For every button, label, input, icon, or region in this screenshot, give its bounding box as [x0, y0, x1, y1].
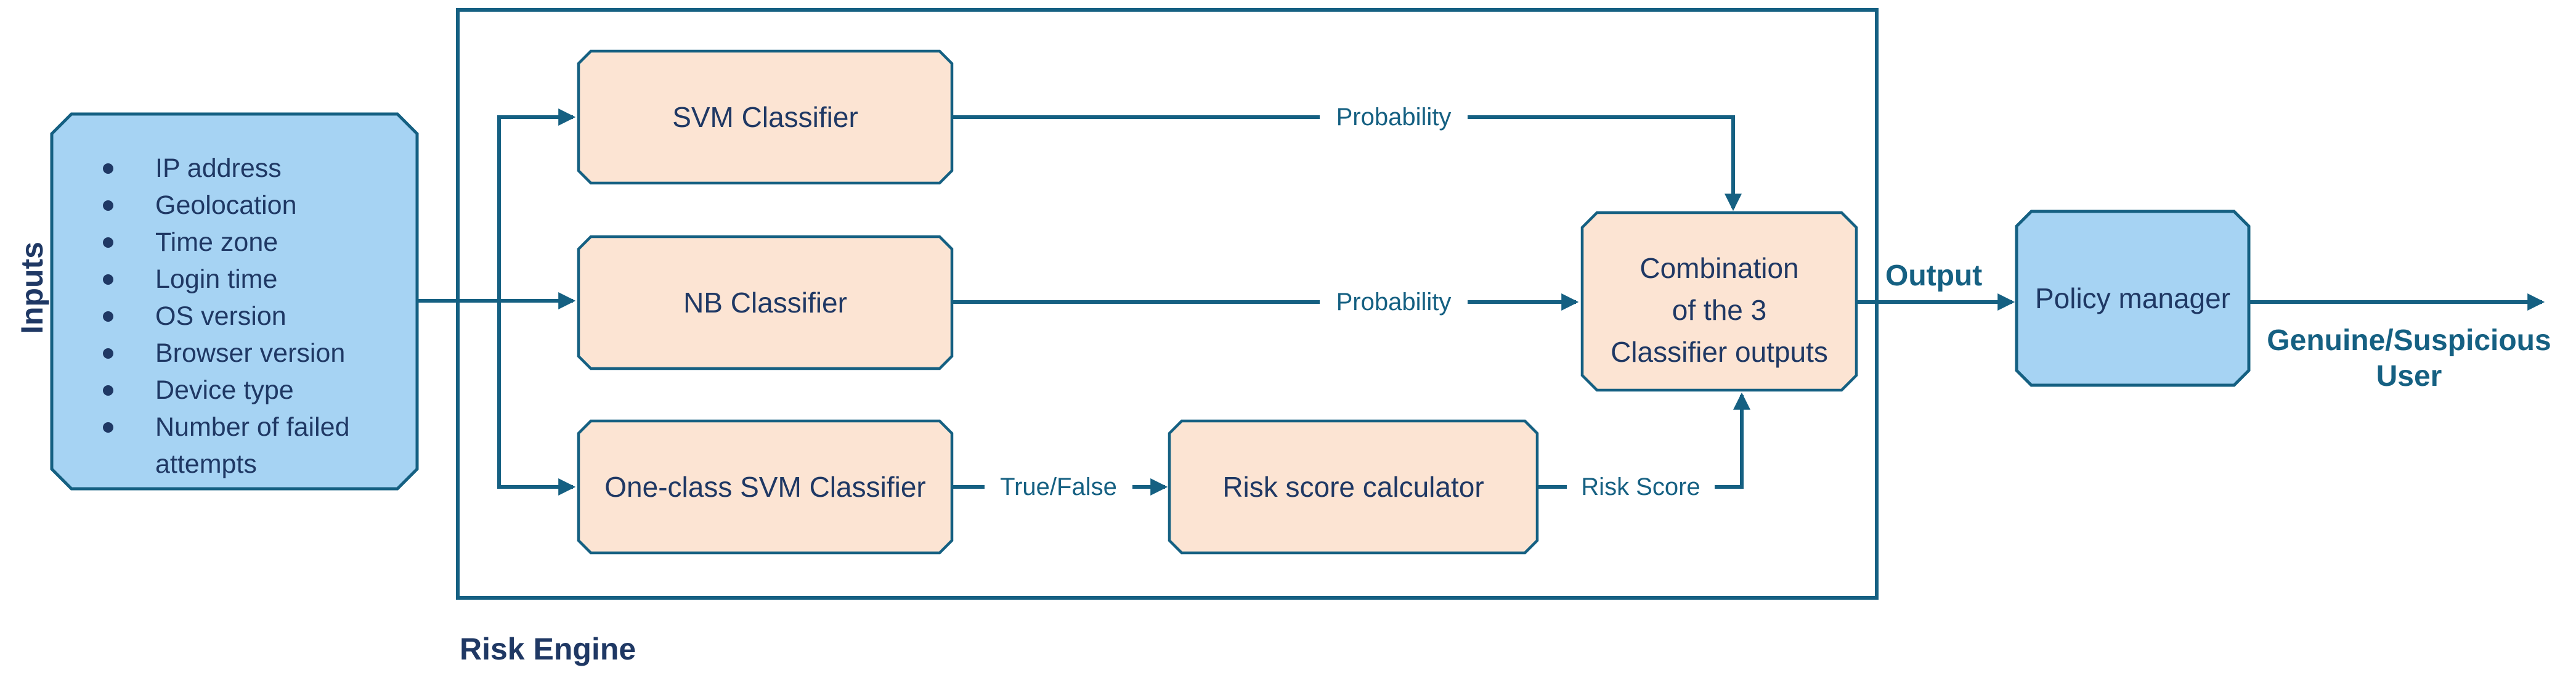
list-item: Device type — [100, 372, 359, 409]
result-label-line: User — [2376, 360, 2442, 393]
risk-score-calculator-node — [1168, 419, 1539, 555]
inputs-list: IP address Geolocation Time zone Login t… — [100, 150, 359, 483]
list-item: Login time — [100, 261, 359, 298]
probability-nb-label: Probability — [1320, 284, 1468, 321]
risk-score-calculator-label: Risk score calculator — [1222, 471, 1484, 503]
combination-label: Combination of the 3 Classifier outputs — [1582, 213, 1856, 399]
probability-svm-label: Probability — [1320, 99, 1468, 136]
edge-inputs-to-one-class — [497, 301, 576, 496]
edge-inputs-to-svm — [497, 108, 576, 301]
one-class-svm-node — [577, 419, 954, 555]
inputs-side-label: Inputs — [15, 242, 49, 334]
list-item: Browser version — [100, 335, 359, 372]
combination-label-line: of the 3 — [1672, 294, 1767, 326]
output-label: Output — [1885, 259, 1983, 292]
svm-classifier-label: SVM Classifier — [672, 101, 858, 133]
list-item: Geolocation — [100, 187, 359, 224]
true-false-label: True/False — [985, 468, 1132, 505]
edge-svm-to-combination — [952, 115, 1742, 211]
list-item: OS version — [100, 298, 359, 335]
result-label: Genuine/Suspicious User — [2249, 323, 2569, 394]
nb-classifier-label: NB Classifier — [683, 287, 847, 319]
combination-label-line: Combination — [1639, 252, 1799, 284]
svm-classifier-node — [577, 49, 954, 185]
list-item: Time zone — [100, 224, 359, 261]
nb-classifier-node — [577, 235, 954, 370]
combination-label-line: Classifier outputs — [1611, 336, 1828, 368]
list-item: Number of failed attempts — [100, 409, 359, 483]
one-class-svm-label: One-class SVM Classifier — [604, 471, 926, 503]
risk-score-label: Risk Score — [1567, 468, 1715, 505]
list-item: IP address — [100, 150, 359, 187]
risk-engine-label: Risk Engine — [460, 632, 636, 666]
inputs-node — [50, 112, 419, 491]
policy-manager-label: Policy manager — [2034, 282, 2231, 314]
policy-manager-node — [2015, 210, 2251, 387]
result-label-line: Genuine/Suspicious — [2267, 324, 2551, 357]
combination-node — [1580, 211, 1858, 392]
